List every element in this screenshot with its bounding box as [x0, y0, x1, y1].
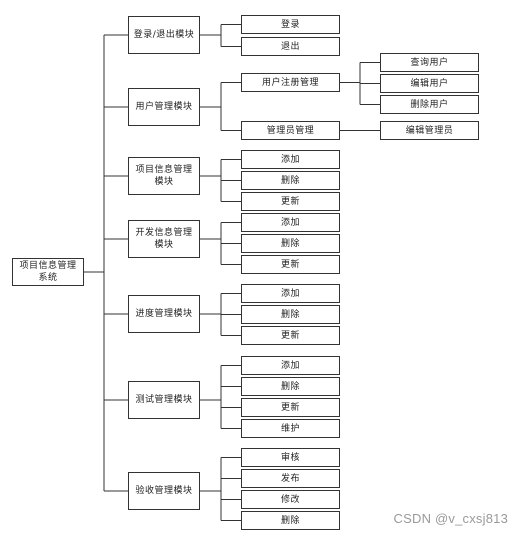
leaf-login: 登录: [241, 15, 340, 34]
leaf-progress-update: 更新: [241, 326, 340, 345]
leaf-admin-management: 管理员管理: [241, 121, 340, 140]
leaf-acceptance-modify: 修改: [241, 490, 340, 509]
leaf-project-delete: 删除: [241, 171, 340, 190]
module-dev-info-management: 开发信息管理 模块: [128, 220, 200, 258]
leaf-dev-add: 添加: [241, 213, 340, 232]
module-login-logout: 登录/退出模块: [128, 16, 200, 54]
leaf-progress-delete: 删除: [241, 305, 340, 324]
module-user-management: 用户管理模块: [128, 88, 200, 126]
leaf-test-delete: 删除: [241, 377, 340, 396]
module-test-management: 测试管理模块: [128, 381, 200, 419]
leaf-user-register-management: 用户注册管理: [241, 73, 340, 92]
module-acceptance-management: 验收管理模块: [128, 472, 200, 510]
leaf-edit-admin: 编辑管理员: [380, 121, 479, 140]
leaf-acceptance-publish: 发布: [241, 469, 340, 488]
leaf-test-maintain: 维护: [241, 419, 340, 438]
root-node-box: 项目信息管理 系统: [12, 258, 84, 286]
leaf-acceptance-delete: 删除: [241, 511, 340, 530]
module-progress-management: 进度管理模块: [128, 295, 200, 333]
leaf-acceptance-review: 审核: [241, 448, 340, 467]
leaf-test-update: 更新: [241, 398, 340, 417]
leaf-logout: 退出: [241, 37, 340, 56]
leaf-edit-user: 编辑用户: [380, 74, 479, 93]
module-project-info-management: 项目信息管理 模块: [128, 157, 200, 195]
watermark: CSDN @v_cxsj813: [393, 511, 508, 526]
leaf-dev-delete: 删除: [241, 234, 340, 253]
leaf-project-update: 更新: [241, 192, 340, 211]
leaf-project-add: 添加: [241, 150, 340, 169]
leaf-dev-update: 更新: [241, 255, 340, 274]
leaf-test-add: 添加: [241, 356, 340, 375]
leaf-progress-add: 添加: [241, 284, 340, 303]
leaf-delete-user: 删除用户: [380, 95, 479, 114]
leaf-query-user: 查询用户: [380, 53, 479, 72]
